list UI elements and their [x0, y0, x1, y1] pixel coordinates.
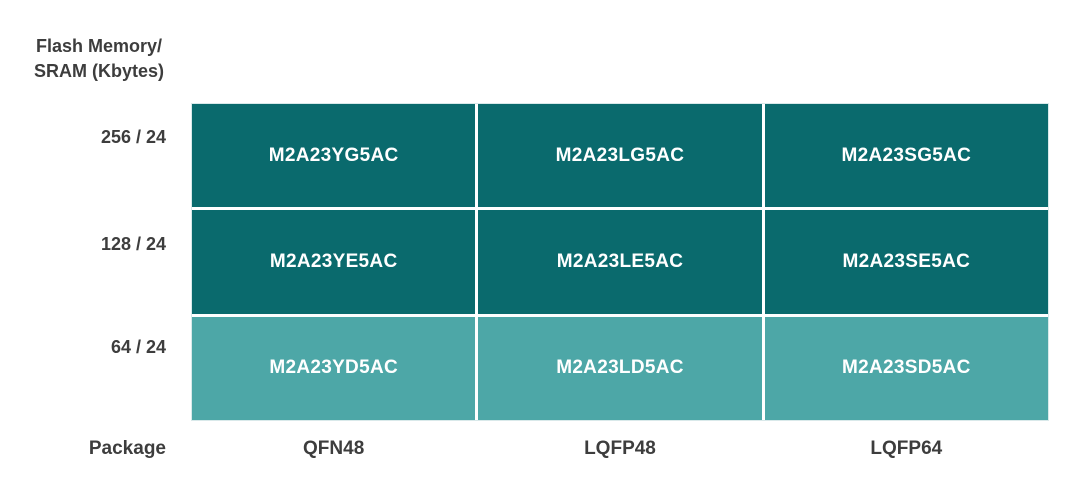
col-axis-title: Package: [88, 438, 166, 459]
part-cell-m2a23ye5ac: M2A23YE5AC: [192, 210, 476, 314]
row-label-256-24: 256 / 24: [100, 127, 166, 147]
part-cell-m2a23le5ac: M2A23LE5AC: [478, 210, 762, 314]
row-label-64-24: 64 / 24: [110, 337, 166, 357]
col-label-qfn48: QFN48: [303, 438, 365, 459]
part-cell-m2a23lg5ac: M2A23LG5AC: [478, 104, 762, 208]
col-label-lqfp48: LQFP48: [584, 438, 656, 459]
row-label-128-24: 128 / 24: [100, 234, 166, 254]
row-axis-title-line2: SRAM (Kbytes): [33, 61, 164, 81]
part-cell-m2a23yd5ac: M2A23YD5AC: [192, 316, 476, 420]
col-label-lqfp64: LQFP64: [870, 438, 943, 459]
row-axis-title-line1: Flash Memory/: [35, 36, 163, 56]
matrix-grid: M2A23YG5AC M2A23LG5AC M2A23SG5AC M2A23YE…: [191, 103, 1049, 421]
part-cell-m2a23sg5ac: M2A23SG5AC: [764, 104, 1048, 208]
part-cell-m2a23ld5ac: M2A23LD5AC: [478, 316, 762, 420]
part-cell-m2a23yg5ac: M2A23YG5AC: [192, 104, 476, 208]
row-axis-title: Flash Memory/ SRAM (Kbytes): [28, 34, 170, 84]
column-labels: QFN48 LQFP48 LQFP64: [192, 438, 1048, 460]
part-cell-m2a23se5ac: M2A23SE5AC: [764, 210, 1048, 314]
part-cell-m2a23sd5ac: M2A23SD5AC: [764, 316, 1048, 420]
